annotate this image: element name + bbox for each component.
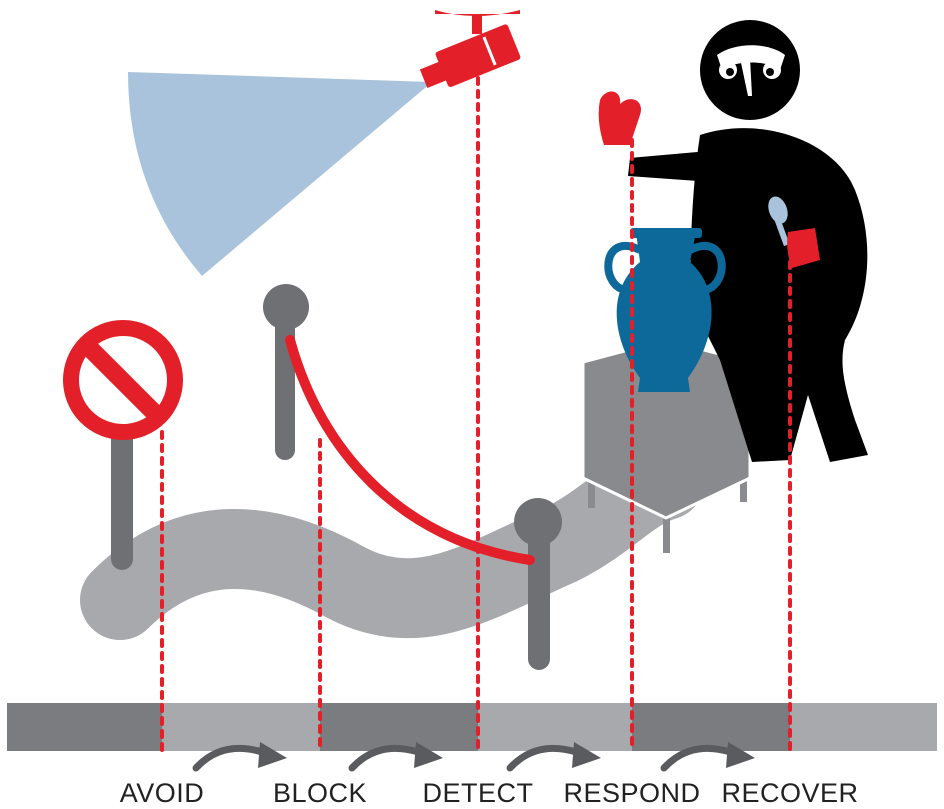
stage-label-detect: DETECT: [423, 778, 534, 809]
stage-label-recover: RECOVER: [721, 778, 858, 809]
arrow-icon: [352, 748, 418, 768]
velvet-rope: [290, 340, 530, 560]
timeline-bar: [7, 703, 937, 751]
stage-label-block: BLOCK: [273, 778, 367, 809]
security-camera-icon: [416, 10, 521, 95]
camera-view-cone: [128, 72, 432, 276]
arrow-icon: [196, 748, 262, 768]
stage-label-respond: RESPOND: [563, 778, 700, 809]
arrow-icon: [664, 748, 730, 768]
arrow-icon: [510, 748, 576, 768]
stage-label-avoid: AVOID: [120, 778, 205, 809]
red-glove-icon: [599, 91, 641, 145]
